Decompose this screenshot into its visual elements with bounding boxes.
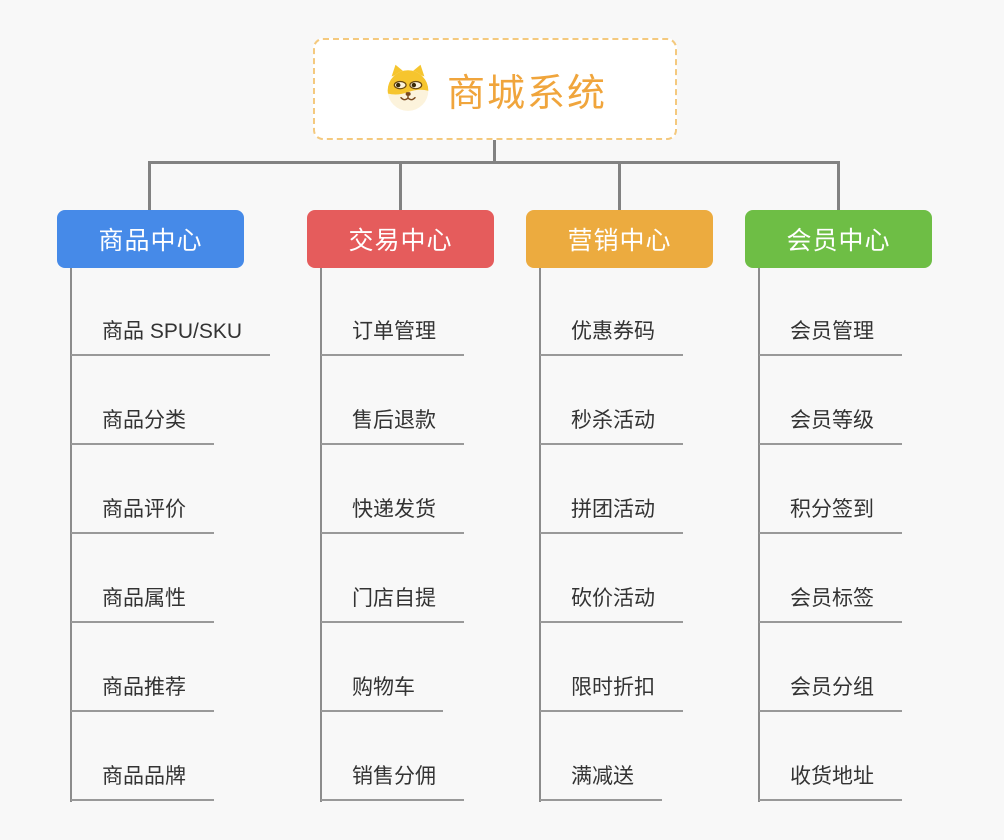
leaf-node[interactable]: 商品分类 bbox=[71, 406, 214, 445]
leaf-node[interactable]: 积分签到 bbox=[759, 495, 902, 534]
leaf-node[interactable]: 会员管理 bbox=[759, 317, 902, 356]
leaf-node[interactable]: 商品 SPU/SKU bbox=[71, 317, 271, 356]
connector-drop-trade bbox=[399, 161, 402, 211]
leaf-node[interactable]: 收货地址 bbox=[759, 762, 902, 801]
leaf-node[interactable]: 快递发货 bbox=[321, 495, 464, 534]
connector-horizontal-bar bbox=[148, 161, 840, 164]
leaf-node[interactable]: 拼团活动 bbox=[540, 495, 683, 534]
leaf-node[interactable]: 满减送 bbox=[540, 762, 662, 801]
leaf-node[interactable]: 商品品牌 bbox=[71, 762, 214, 801]
leaf-column-products: 商品 SPU/SKU 商品分类 商品评价 商品属性 商品推荐 商品品牌 bbox=[71, 0, 311, 840]
leaf-node[interactable]: 秒杀活动 bbox=[540, 406, 683, 445]
connector-drop-products bbox=[148, 161, 151, 211]
leaf-node[interactable]: 商品评价 bbox=[71, 495, 214, 534]
branch-node-marketing[interactable]: 营销中心 bbox=[526, 210, 713, 268]
leaf-column-members: 会员管理 会员等级 积分签到 会员标签 会员分组 收货地址 bbox=[759, 0, 999, 840]
branch-node-members[interactable]: 会员中心 bbox=[745, 210, 932, 268]
leaf-node[interactable]: 优惠券码 bbox=[540, 317, 683, 356]
leaf-node[interactable]: 购物车 bbox=[321, 673, 443, 712]
leaf-node[interactable]: 砍价活动 bbox=[540, 584, 683, 623]
branch-node-trade[interactable]: 交易中心 bbox=[307, 210, 494, 268]
shiba-dog-icon bbox=[383, 64, 433, 114]
branch-label: 交易中心 bbox=[348, 227, 453, 255]
leaf-column-marketing: 优惠券码 秒杀活动 拼团活动 砍价活动 限时折扣 满减送 bbox=[540, 0, 780, 840]
branch-label: 营销中心 bbox=[567, 227, 672, 255]
leaf-node[interactable]: 会员标签 bbox=[759, 584, 902, 623]
leaf-spine-trade bbox=[320, 268, 322, 802]
root-node[interactable]: 商城系统 bbox=[313, 38, 677, 140]
branch-node-products[interactable]: 商品中心 bbox=[57, 210, 244, 268]
connector-root-stub bbox=[493, 140, 496, 163]
leaf-node[interactable]: 商品推荐 bbox=[71, 673, 214, 712]
leaf-spine-products bbox=[70, 268, 72, 802]
leaf-node[interactable]: 门店自提 bbox=[321, 584, 464, 623]
leaf-column-trade: 订单管理 售后退款 快递发货 门店自提 购物车 销售分佣 bbox=[321, 0, 561, 840]
leaf-node[interactable]: 限时折扣 bbox=[540, 673, 683, 712]
root-title: 商城系统 bbox=[446, 72, 607, 115]
leaf-spine-marketing bbox=[539, 268, 541, 802]
leaf-node[interactable]: 订单管理 bbox=[321, 317, 464, 356]
leaf-spine-members bbox=[758, 268, 760, 802]
leaf-node[interactable]: 会员分组 bbox=[759, 673, 902, 712]
leaf-node[interactable]: 销售分佣 bbox=[321, 762, 464, 801]
leaf-node[interactable]: 售后退款 bbox=[321, 406, 464, 445]
leaf-node[interactable]: 会员等级 bbox=[759, 406, 902, 445]
connector-drop-marketing bbox=[618, 161, 621, 211]
leaf-node[interactable]: 商品属性 bbox=[71, 584, 214, 623]
branch-label: 会员中心 bbox=[786, 227, 891, 255]
branch-label: 商品中心 bbox=[98, 227, 203, 255]
connector-drop-members bbox=[837, 161, 840, 211]
